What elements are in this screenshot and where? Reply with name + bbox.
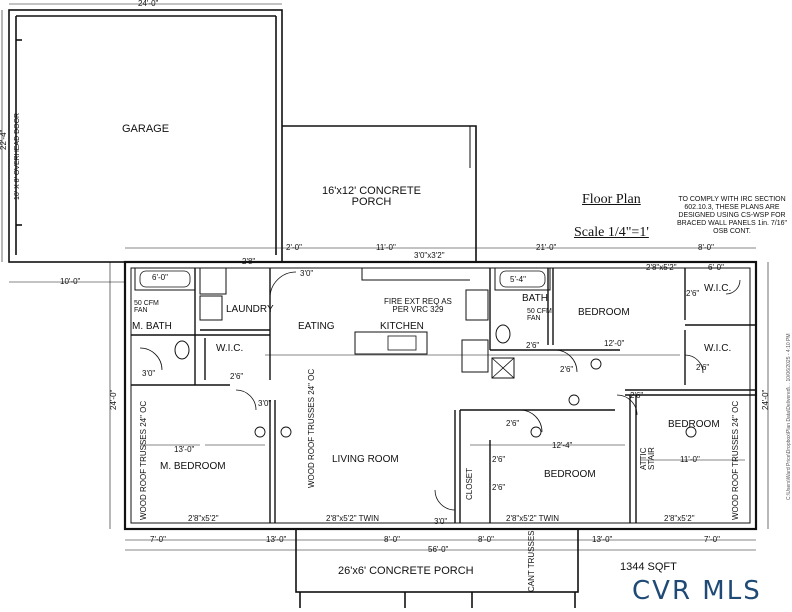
dim-door-26a: 2'6" — [526, 341, 540, 350]
dim-door-30d: 3'0" — [434, 517, 448, 526]
laundry-label: LAUNDRY — [226, 304, 274, 315]
overhead-door-label: 16' X 8' OVERHEAD DOOR — [14, 112, 21, 200]
front-porch-label: 26'x6' CONCRETE PORCH — [338, 565, 474, 577]
back-porch-outline — [282, 125, 477, 262]
compliance-note: TO COMPLY WITH IRC SECTION 602.10.3, THE… — [677, 196, 787, 236]
attic-stair-label: ATTIC STAIR — [639, 447, 656, 470]
dim-kit-12: 12'-0" — [604, 339, 625, 348]
closet-label: CLOSET — [465, 467, 474, 500]
trusses-left: WOOD ROOF TRUSSES 24" OC — [139, 400, 148, 520]
dim-door-30a: 3'0" — [300, 269, 314, 278]
dim-tub-left: 6'-0" — [152, 273, 168, 282]
dim-door-26b: 2'6" — [686, 289, 700, 298]
dim-garage-side: 10'-0" — [60, 277, 81, 286]
trusses-mid: WOOD ROOF TRUSSES 24" OC — [307, 368, 316, 488]
bedroom-3-label: BEDROOM — [544, 469, 596, 480]
dim-door-26f: 2'6" — [630, 391, 644, 400]
window-front-mid: 2'8"x5'2" TWIN — [326, 514, 380, 523]
wic-2-label: W.I.C. — [704, 343, 732, 354]
dim-bottom-56: 56'-0" — [428, 545, 449, 554]
bath-label: BATH — [522, 293, 548, 304]
garage-label: GARAGE — [122, 123, 170, 135]
window-front-right: 2'8"x5'2" — [664, 514, 695, 523]
dim-garage-width: 24'-0" — [138, 0, 159, 8]
area-label: 1344 SQFT — [620, 561, 677, 573]
mls-logo: CVR MLS — [632, 576, 762, 606]
dim-door-26c: 2'6" — [230, 372, 244, 381]
garage-outline — [8, 9, 283, 263]
dim-bottom-13b: 13'-0" — [592, 535, 613, 544]
dim-bottom-13a: 13'-0" — [266, 535, 287, 544]
dim-mbed-13: 13'-0" — [174, 445, 195, 454]
bedroom-1-label: BEDROOM — [578, 307, 630, 318]
fire-ext-note: FIRE EXT REQ AS PER VRC 329 — [384, 297, 452, 314]
dim-top-21: 21'-0" — [536, 243, 557, 252]
dim-top-2: 2'-0" — [286, 243, 302, 252]
trusses-right: WOOD ROOF TRUSSES 24" OC — [731, 400, 740, 520]
eating-label: EATING — [298, 321, 335, 332]
window-bed-top: 2'8"x5'2" — [646, 263, 677, 272]
dim-bed-11: 11'-0" — [680, 455, 700, 464]
living-room-label: LIVING ROOM — [332, 454, 399, 465]
dim-bottom-8a: 8'-0" — [384, 535, 400, 544]
dim-door-26h: 2'6" — [492, 455, 506, 464]
dim-door-30b: 3'0" — [142, 369, 156, 378]
side-reference: C:\Users\Ward Price\Dropbox\Plan Data\De… — [786, 333, 792, 500]
dim-tub-right: 5'-4" — [510, 275, 526, 284]
window-front-left: 2'8"x5'2" — [188, 514, 219, 523]
window-kitchen-top: 3'0"x3'2" — [414, 251, 445, 260]
dim-door-26i: 2'6" — [492, 483, 506, 492]
dim-top-11: 11'-0" — [376, 243, 396, 252]
dim-bed-12-4: 12'-4" — [552, 441, 573, 450]
dim-bottom-7a: 7'-0" — [150, 535, 166, 544]
dim-right-24: 24'-0" — [761, 389, 770, 410]
wic-1-label: W.I.C. — [704, 283, 732, 294]
kitchen-island — [354, 331, 428, 355]
dim-door-26e: 2'6" — [696, 363, 710, 372]
dim-wic-6: 6'-0" — [708, 263, 724, 272]
mbedroom-label: M. BEDROOM — [160, 461, 226, 472]
bedroom-2-label: BEDROOM — [668, 419, 720, 430]
kitchen-label: KITCHEN — [380, 321, 424, 332]
back-porch-label: 16'x12' CONCRETE PORCH — [322, 185, 421, 208]
drawing-scale: Scale 1/4"=1' — [574, 225, 649, 240]
dim-door-30c: 3'0" — [258, 399, 272, 408]
window-front-mid2: 2'8"x5'2" TWIN — [506, 514, 560, 523]
dim-door-26d: 2'6" — [560, 365, 574, 374]
dim-door-28: 2'8" — [242, 257, 256, 266]
cant-trusses: CANT TRUSSES — [527, 530, 536, 593]
wic-master-label: W.I.C. — [216, 343, 244, 354]
dim-garage-depth: 22'-4" — [0, 129, 8, 150]
dim-bottom-7b: 7'-0" — [704, 535, 720, 544]
dim-door-26g: 2'6" — [506, 419, 520, 428]
cfm-fan-left: 50 CFM FAN — [134, 300, 159, 314]
cfm-fan-right: 50 CFM FAN — [527, 308, 552, 322]
mbath-label: M. BATH — [132, 321, 172, 332]
drawing-title: Floor Plan — [582, 192, 641, 207]
dim-bottom-8b: 8'-0" — [478, 535, 494, 544]
dim-top-8: 8'-0" — [698, 243, 714, 252]
front-porch-outline — [295, 528, 579, 593]
dim-left-24: 24'-0" — [109, 389, 118, 410]
